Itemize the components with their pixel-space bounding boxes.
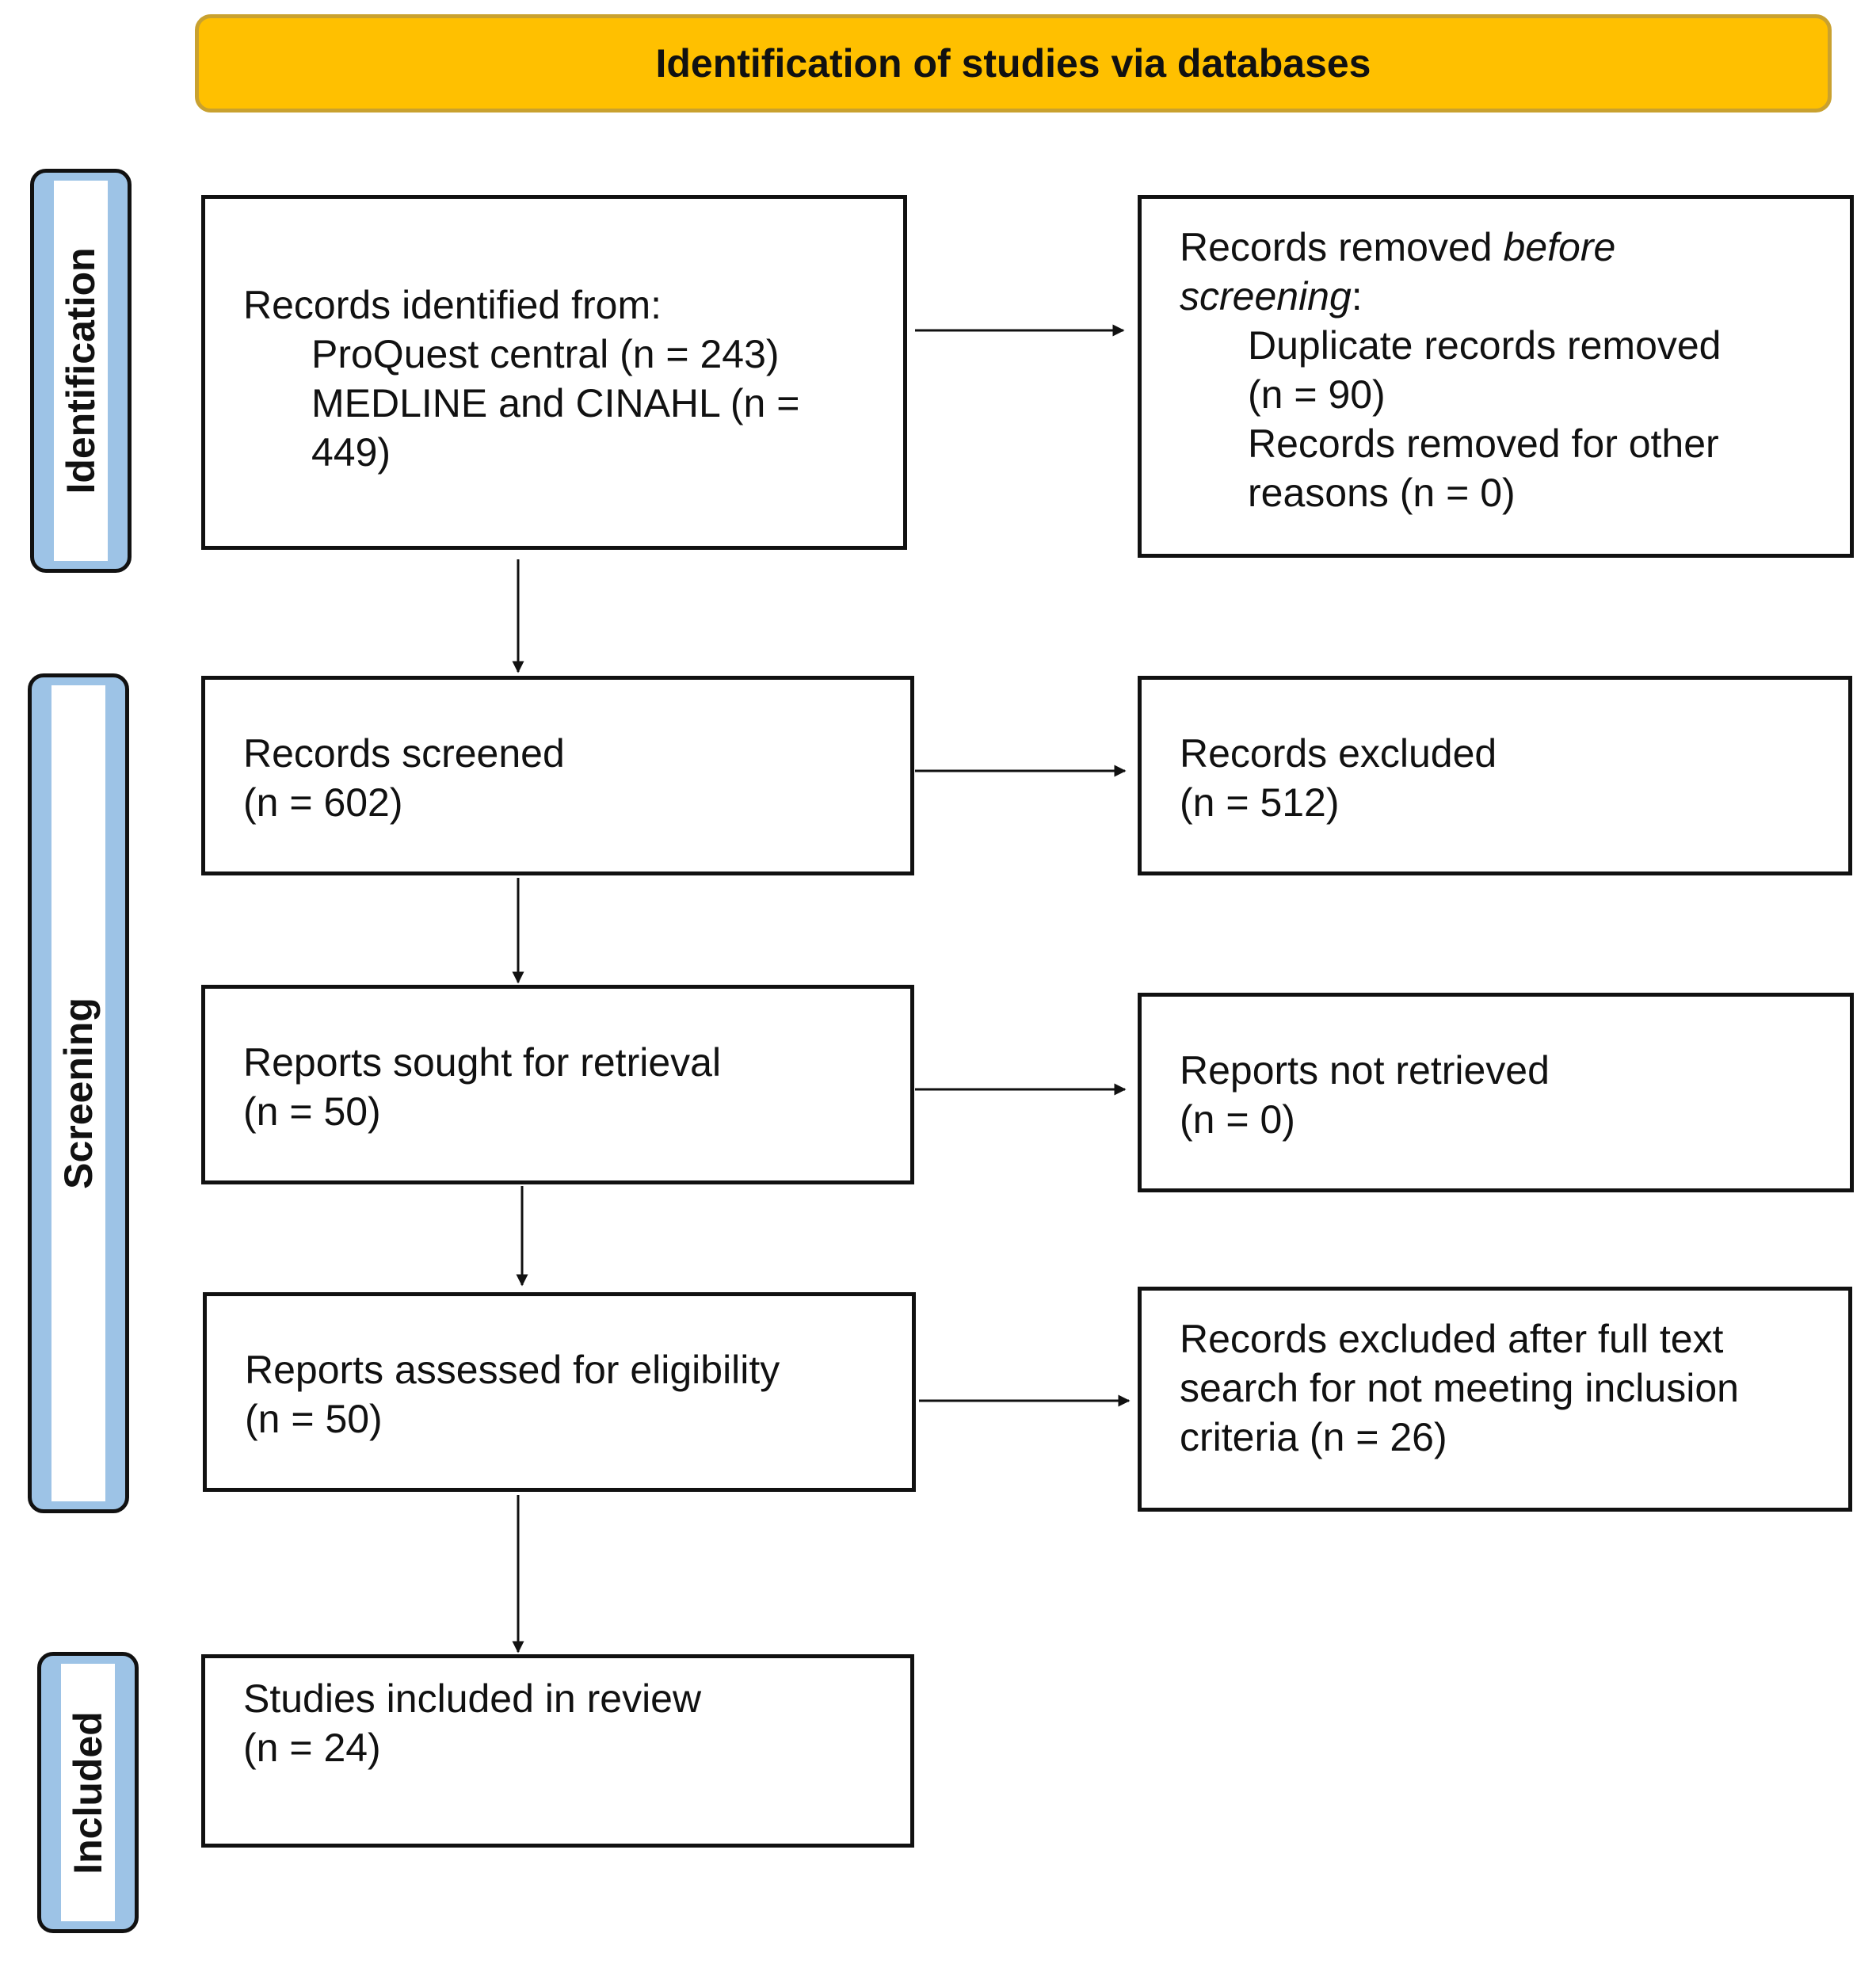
studies-included-label: Studies included in review: [243, 1676, 702, 1721]
box-records-screened: Records screened (n = 602): [201, 676, 914, 875]
stage-screening: Screening: [28, 673, 129, 1513]
reports-assessed-count: (n = 50): [245, 1397, 383, 1441]
excluded-full-text-line-2: search for not meeting inclusion: [1180, 1366, 1739, 1410]
stage-included: Included: [37, 1652, 139, 1933]
box-records-identified: Records identified from: ProQuest centra…: [201, 195, 907, 550]
box-reports-not-retrieved: Reports not retrieved (n = 0): [1138, 993, 1854, 1192]
box-studies-included: Studies included in review (n = 24): [201, 1654, 914, 1848]
reports-not-retrieved-count: (n = 0): [1180, 1097, 1295, 1142]
reports-sought-label: Reports sought for retrieval: [243, 1040, 722, 1085]
records-screened-count: (n = 602): [243, 780, 403, 825]
box-records-excluded: Records excluded (n = 512): [1138, 676, 1852, 875]
records-removed-other-count: reasons (n = 0): [1248, 471, 1516, 515]
records-removed-other: Records removed for other: [1248, 421, 1719, 466]
records-screened-label: Records screened: [243, 731, 565, 776]
reports-sought-count: (n = 50): [243, 1089, 381, 1134]
records-excluded-count: (n = 512): [1180, 780, 1340, 825]
box-excluded-full-text: Records excluded after full text search …: [1138, 1287, 1852, 1512]
stage-label-included: Included: [66, 1711, 110, 1875]
header-title: Identification of studies via databases: [655, 41, 1371, 86]
records-removed-heading: Records removed before: [1180, 225, 1616, 269]
source-proquest: ProQuest central (n = 243): [311, 332, 780, 376]
reports-assessed-label: Reports assessed for eligibility: [245, 1348, 780, 1392]
duplicate-records-count: (n = 90): [1248, 372, 1386, 417]
stage-label-screening: Screening: [56, 997, 101, 1189]
source-medline-cinahl-count: 449): [311, 430, 391, 475]
excluded-full-text-line-3: criteria (n = 26): [1180, 1415, 1447, 1459]
box-records-removed: Records removed before screening: Duplic…: [1138, 195, 1854, 558]
header-banner: Identification of studies via databases: [195, 14, 1832, 113]
duplicate-records-removed: Duplicate records removed: [1248, 323, 1722, 368]
box-reports-assessed: Reports assessed for eligibility (n = 50…: [203, 1292, 916, 1492]
box-reports-sought: Reports sought for retrieval (n = 50): [201, 985, 914, 1184]
stage-label-identification: Identification: [59, 247, 103, 494]
stage-identification: Identification: [30, 169, 132, 573]
studies-included-count: (n = 24): [243, 1726, 381, 1770]
source-medline-cinahl: MEDLINE and CINAHL (n =: [311, 381, 800, 425]
records-identified-heading: Records identified from:: [243, 283, 662, 327]
excluded-full-text-line-1: Records excluded after full text: [1180, 1317, 1724, 1361]
reports-not-retrieved-label: Reports not retrieved: [1180, 1048, 1550, 1093]
records-excluded-label: Records excluded: [1180, 731, 1497, 776]
records-removed-heading-cont: screening:: [1180, 274, 1363, 318]
